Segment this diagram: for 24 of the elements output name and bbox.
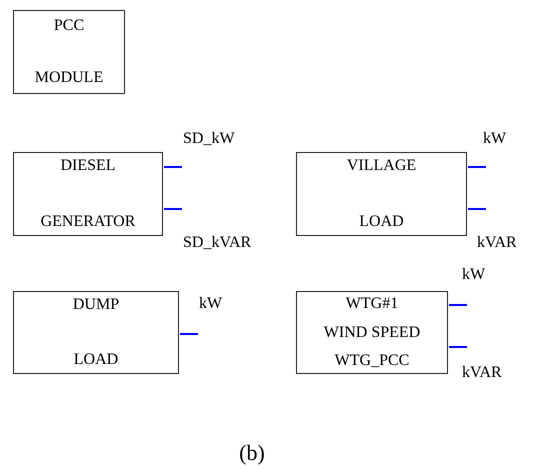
block-label: DUMP — [72, 296, 120, 314]
block-label: GENERATOR — [40, 213, 136, 231]
function-block — [13, 152, 163, 236]
function-block — [296, 291, 448, 374]
port-label: kW — [462, 266, 486, 284]
block-label: DIESEL — [60, 157, 116, 175]
block-label: MODULE — [34, 69, 104, 87]
caption: (b) — [238, 440, 266, 466]
block-label: WTG#1 — [346, 295, 398, 313]
port-label: kW — [483, 130, 506, 148]
port-label: kW — [199, 295, 222, 313]
port-label: SD_kW — [183, 130, 235, 148]
block-label: LOAD — [74, 351, 118, 369]
function-block — [296, 152, 467, 236]
function-block — [13, 291, 179, 374]
block-label: WIND SPEED — [324, 324, 420, 342]
block-label: VILLAGE — [346, 157, 416, 175]
port-label: SD_kVAR — [183, 234, 252, 252]
block-label: LOAD — [359, 213, 404, 231]
block-label: PCC — [54, 17, 84, 35]
block-label: WTG_PCC — [334, 352, 410, 370]
function-block — [13, 10, 125, 94]
port-label: kVAR — [477, 234, 517, 252]
port-label: kVAR — [462, 364, 502, 382]
